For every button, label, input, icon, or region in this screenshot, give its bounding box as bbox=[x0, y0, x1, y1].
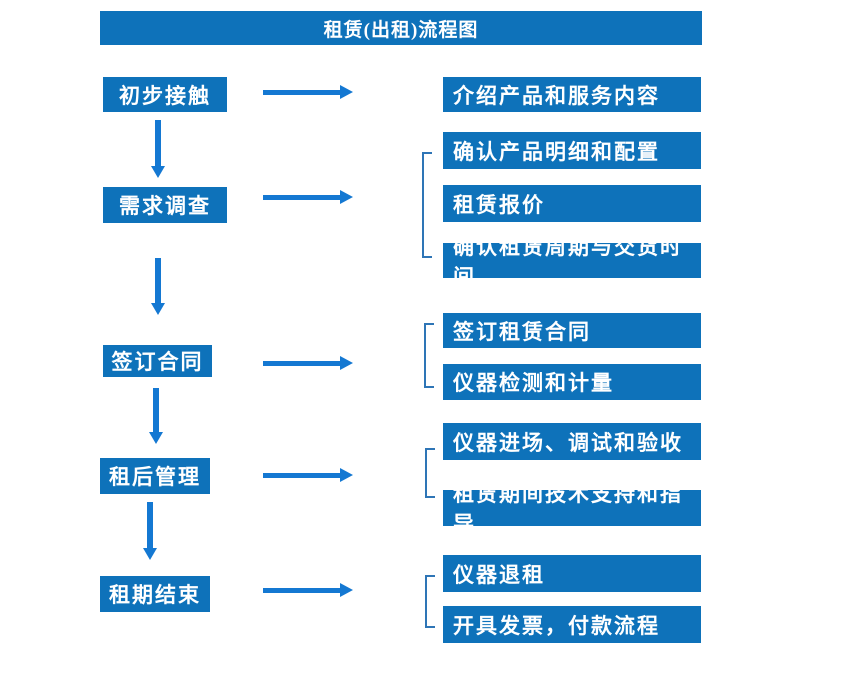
detail-box-instrument-setup-acceptance: 仪器进场、调试和验收 bbox=[443, 423, 701, 460]
bracket-group-5 bbox=[425, 575, 435, 628]
detail-box-rental-quote: 租赁报价 bbox=[443, 185, 701, 222]
down-arrow-4 bbox=[143, 502, 157, 560]
bracket-group-2 bbox=[422, 152, 432, 258]
step-box-demand-survey: 需求调查 bbox=[103, 187, 227, 223]
detail-box-confirm-period-delivery: 确认租赁周期与交货时间 bbox=[443, 235, 701, 289]
detail-box-technical-support: 租赁期间技术支持和指导 bbox=[443, 482, 701, 536]
bracket-group-4 bbox=[425, 448, 435, 498]
right-arrow-5 bbox=[263, 583, 353, 597]
right-arrow-3 bbox=[263, 356, 353, 370]
step-box-rental-end: 租期结束 bbox=[100, 576, 210, 612]
bracket-group-3 bbox=[424, 323, 434, 388]
detail-box-instrument-return: 仪器退租 bbox=[443, 555, 701, 592]
detail-box-instrument-inspection: 仪器检测和计量 bbox=[443, 364, 701, 400]
flowchart-title: 租赁(出租)流程图 bbox=[100, 11, 702, 45]
step-box-sign-contract: 签订合同 bbox=[103, 345, 212, 377]
down-arrow-2 bbox=[151, 258, 165, 315]
detail-box-invoice-payment: 开具发票，付款流程 bbox=[443, 606, 701, 643]
step-box-post-rental-management: 租后管理 bbox=[100, 458, 210, 494]
detail-box-sign-rental-contract: 签订租赁合同 bbox=[443, 313, 701, 348]
right-arrow-1 bbox=[263, 85, 353, 99]
right-arrow-2 bbox=[263, 190, 353, 204]
down-arrow-1 bbox=[151, 120, 165, 178]
detail-box-introduce-products: 介绍产品和服务内容 bbox=[443, 77, 701, 112]
detail-box-confirm-product-config: 确认产品明细和配置 bbox=[443, 132, 701, 169]
down-arrow-3 bbox=[149, 388, 163, 444]
step-box-initial-contact: 初步接触 bbox=[103, 77, 227, 112]
right-arrow-4 bbox=[263, 468, 353, 482]
